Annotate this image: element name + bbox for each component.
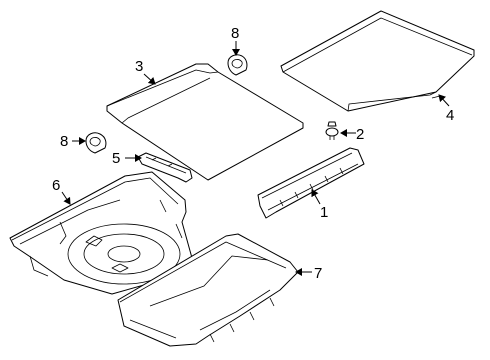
callout-6: 6: [52, 177, 60, 194]
callout-1: 1: [320, 204, 328, 221]
leader-6: [61, 191, 71, 205]
part-8-clip-left: [85, 132, 107, 154]
part-5-bracket: [137, 152, 193, 183]
part-6-spare-tire-tub: [9, 171, 193, 295]
part-1-sill-trim: [257, 147, 365, 219]
callout-5: 5: [112, 150, 120, 167]
part-7-lower-tray: [117, 233, 299, 347]
leader-1: [311, 189, 321, 205]
part-8-clip-top: [227, 54, 248, 76]
part-4-cargo-board: [280, 10, 475, 112]
part-3-floor-mat: [106, 63, 304, 181]
leader-3: [143, 73, 156, 85]
callout-2: 2: [356, 126, 364, 143]
callout-4: 4: [446, 107, 454, 124]
callout-8-top: 8: [231, 25, 239, 42]
callout-7: 7: [314, 265, 322, 282]
part-2-fastener: [325, 121, 339, 140]
leader-4: [438, 94, 450, 107]
callout-8-left: 8: [60, 133, 68, 150]
callout-3: 3: [135, 58, 143, 75]
